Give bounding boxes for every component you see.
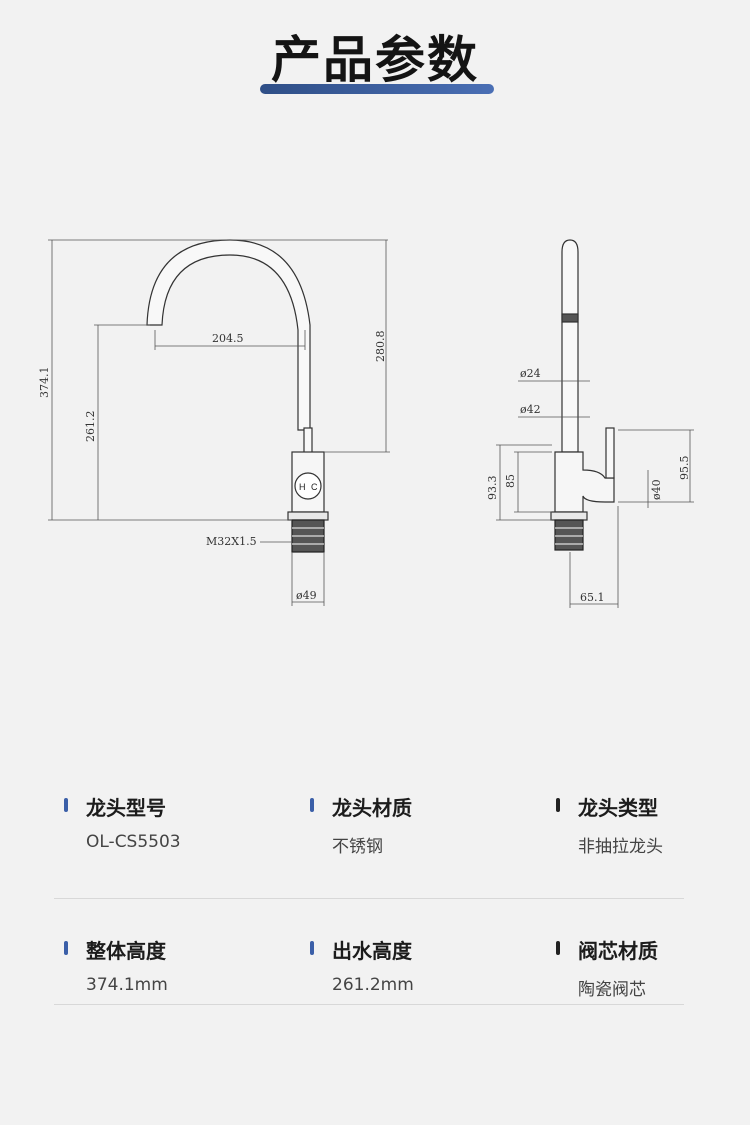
side-dim-handle-diameter: ø40 [650,479,663,500]
accent-mark [556,798,560,812]
technical-drawing: H C 374.1 261.2 204.5 280.8 M32X1.5 ø49 [38,239,694,608]
spec-grid: 龙头型号 OL-CS5503 龙头材质 不锈钢 龙头类型 非抽拉龙头 整体高度 … [54,778,684,1019]
side-dimension-lines [496,380,694,608]
side-body [554,451,615,513]
spec-label: 龙头型号 [86,796,166,820]
front-dim-thread: M32X1.5 [206,535,257,548]
spec-value: 374.1mm [86,975,168,995]
spec-value: 陶瓷阀芯 [578,980,646,1000]
accent-mark [64,798,68,812]
side-dim-height-85: 85 [504,474,517,488]
side-dim-height-93: 93.3 [486,476,499,501]
spec-value: OL-CS5503 [86,832,181,852]
front-handle-disc [294,472,322,500]
spec-value: 非抽拉龙头 [578,837,663,857]
front-dim-base-diameter: ø49 [296,589,317,602]
front-view [146,239,329,553]
spec-label: 龙头类型 [578,796,658,820]
side-spout-outlet [561,313,579,323]
side-dim-body-diameter: ø42 [520,403,541,416]
side-view [550,239,615,551]
side-neck [561,321,579,453]
accent-mark [556,941,560,955]
front-dim-neck-height: 280.8 [374,331,387,363]
accent-mark [310,798,314,812]
front-dim-total-height: 374.1 [38,367,51,399]
title-area: 产品参数 [0,30,750,90]
page-title: 产品参数 [271,31,479,89]
side-spout [561,239,579,321]
front-base [287,511,329,521]
title-underline [260,84,494,94]
front-dimension-lines [48,239,390,606]
front-dim-outlet-height: 261.2 [84,411,97,443]
spec-value: 不锈钢 [332,837,383,857]
accent-mark [64,941,68,955]
side-handle [605,427,615,479]
spec-row-1: 龙头型号 OL-CS5503 龙头材质 不锈钢 龙头类型 非抽拉龙头 [54,778,684,898]
accent-mark [310,941,314,955]
front-hot-letter: H [299,482,306,492]
spec-value: 261.2mm [332,975,414,995]
spec-label: 阀芯材质 [578,939,658,963]
spec-label: 龙头材质 [332,796,412,820]
side-base [550,511,588,521]
side-dim-depth: 65.1 [580,591,605,604]
spec-label: 出水高度 [332,939,412,963]
front-cold-letter: C [311,482,318,492]
side-dim-handle-height: 95.5 [678,456,691,481]
spec-row-2: 整体高度 374.1mm 出水高度 261.2mm 阀芯材质 陶瓷阀芯 [54,898,684,1019]
spec-label: 整体高度 [86,939,166,963]
side-dim-spout-diameter: ø24 [520,367,541,380]
bottom-divider [54,1004,684,1125]
front-dim-reach: 204.5 [212,332,244,345]
side-thread [554,519,584,551]
